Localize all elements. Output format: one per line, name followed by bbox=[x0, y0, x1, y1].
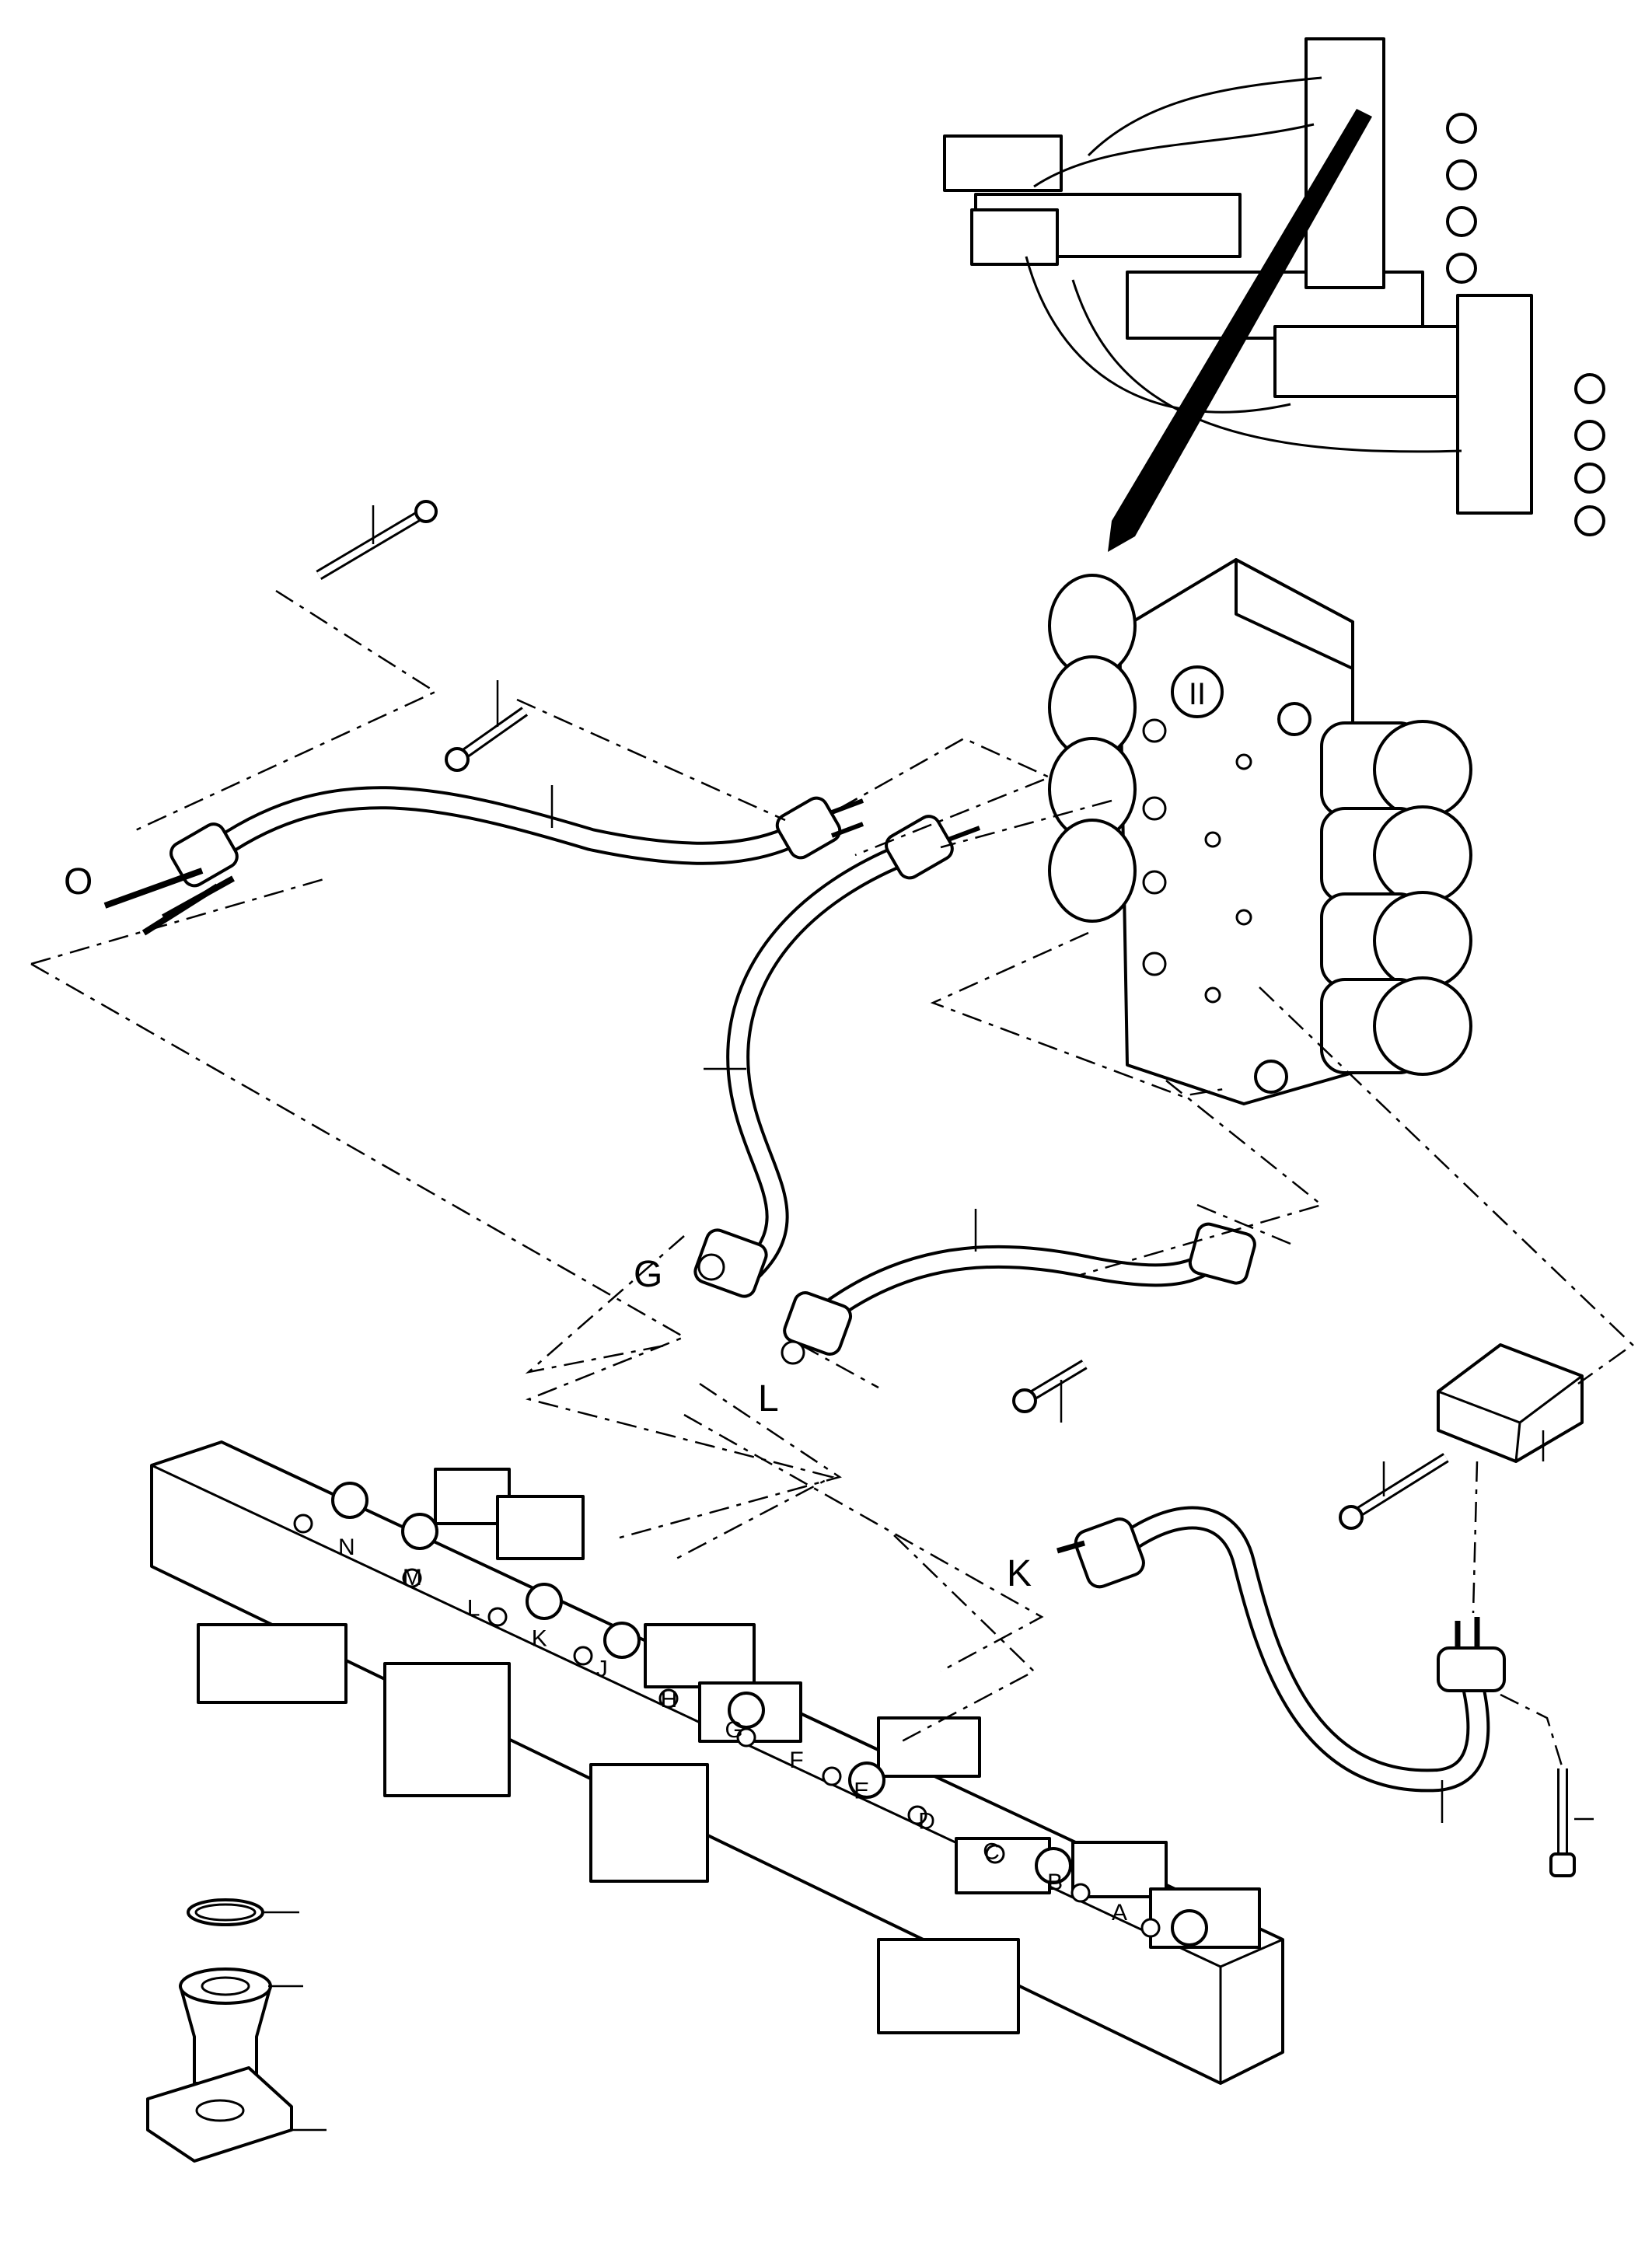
valve-mark: II bbox=[1189, 677, 1206, 711]
port-letter-n: N bbox=[338, 1535, 355, 1560]
manifold-valve-caps bbox=[331, 1468, 1261, 1949]
port-letter-e: E bbox=[854, 1778, 869, 1803]
port-letter-k: K bbox=[532, 1626, 547, 1652]
valve-mount-eye bbox=[1277, 702, 1311, 736]
callout-K: K bbox=[1007, 1553, 1032, 1594]
callout-L: L bbox=[758, 1378, 779, 1419]
rear-solenoids bbox=[1048, 574, 1137, 923]
bolt-near-adapter bbox=[1339, 1453, 1449, 1530]
callout-O: O bbox=[64, 861, 93, 903]
valve-mark-badge bbox=[1171, 665, 1224, 718]
inset-solenoids bbox=[1446, 113, 1605, 536]
tube-O: O bbox=[64, 785, 864, 936]
port-letter-a: A bbox=[1112, 1900, 1127, 1926]
port-letter-h: H bbox=[661, 1687, 678, 1713]
front-solenoids bbox=[1320, 720, 1472, 1076]
short-bolt bbox=[445, 680, 529, 772]
adapter-sleeve bbox=[179, 1967, 303, 2085]
main-manifold: N M L K J H G F E D C B A bbox=[150, 1440, 1284, 2085]
detail-pointer-arrow bbox=[1108, 109, 1372, 552]
valve-mount-eye-lower bbox=[1254, 1060, 1288, 1094]
port-letter-l: L bbox=[467, 1595, 480, 1621]
port-letter-j: J bbox=[596, 1657, 608, 1682]
control-valve-block: II bbox=[1048, 558, 1472, 1105]
callout-G: G bbox=[634, 1254, 662, 1295]
manifold-port-holes bbox=[293, 1514, 1161, 1938]
tube-G: G bbox=[634, 815, 981, 1298]
adapter-block bbox=[1437, 1343, 1584, 1463]
assembly-lines bbox=[30, 589, 1634, 1769]
manifold-port-letters: N M L K J H G F E D C B A bbox=[338, 1535, 1127, 1926]
port-letter-g: G bbox=[725, 1717, 743, 1743]
tube-K: K bbox=[1007, 1506, 1506, 1823]
tube-L: L bbox=[758, 1209, 1256, 1419]
bolt-near-L bbox=[1012, 1359, 1088, 1423]
long-bolt bbox=[316, 500, 438, 581]
vertical-bolt bbox=[1549, 1768, 1594, 1877]
port-letter-f: F bbox=[789, 1747, 803, 1773]
seal-ring bbox=[187, 1898, 299, 1926]
port-letter-c: C bbox=[983, 1839, 1000, 1865]
port-letter-d: D bbox=[918, 1809, 935, 1835]
port-letter-m: M bbox=[403, 1565, 422, 1590]
port-letter-b: B bbox=[1047, 1870, 1063, 1895]
assembly-overview-inset bbox=[943, 37, 1605, 552]
split-flange bbox=[146, 2066, 327, 2163]
